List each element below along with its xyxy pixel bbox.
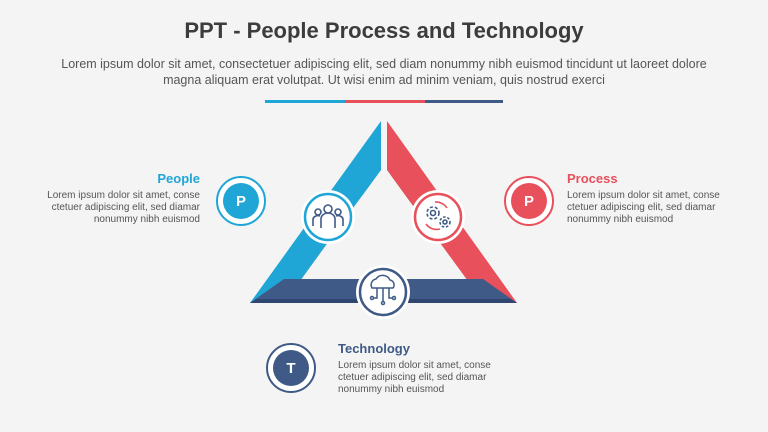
process-badge-letter: P <box>511 183 547 219</box>
people-title: People <box>157 171 200 186</box>
technology-description: Lorem ipsum dolor sit amet, conse ctetue… <box>338 360 491 395</box>
process-description: Lorem ipsum dolor sit amet, conse ctetue… <box>567 190 720 225</box>
circuit-cloud-icon <box>369 274 397 306</box>
page-title: PPT - People Process and Technology <box>184 18 584 43</box>
people-description: Lorem ipsum dolor sit amet, conse ctetue… <box>47 190 200 225</box>
process-icon-node <box>411 190 465 244</box>
technology-badge-letter: T <box>273 350 309 386</box>
people-badge-letter: P <box>223 183 259 219</box>
divider-people <box>265 100 345 103</box>
process-title: Process <box>567 171 618 186</box>
gears-icon <box>425 201 451 231</box>
technology-icon-node <box>356 265 410 319</box>
divider-technology <box>425 100 503 103</box>
people-icon-node <box>301 190 355 244</box>
process-badge: P <box>504 176 554 226</box>
technology-badge: T <box>266 343 316 393</box>
page-subtitle: Lorem ipsum dolor sit amet, consectetuer… <box>61 57 707 87</box>
technology-title: Technology <box>338 341 410 356</box>
divider-process <box>345 100 425 103</box>
people-badge: P <box>216 176 266 226</box>
people-group-icon <box>312 204 344 228</box>
